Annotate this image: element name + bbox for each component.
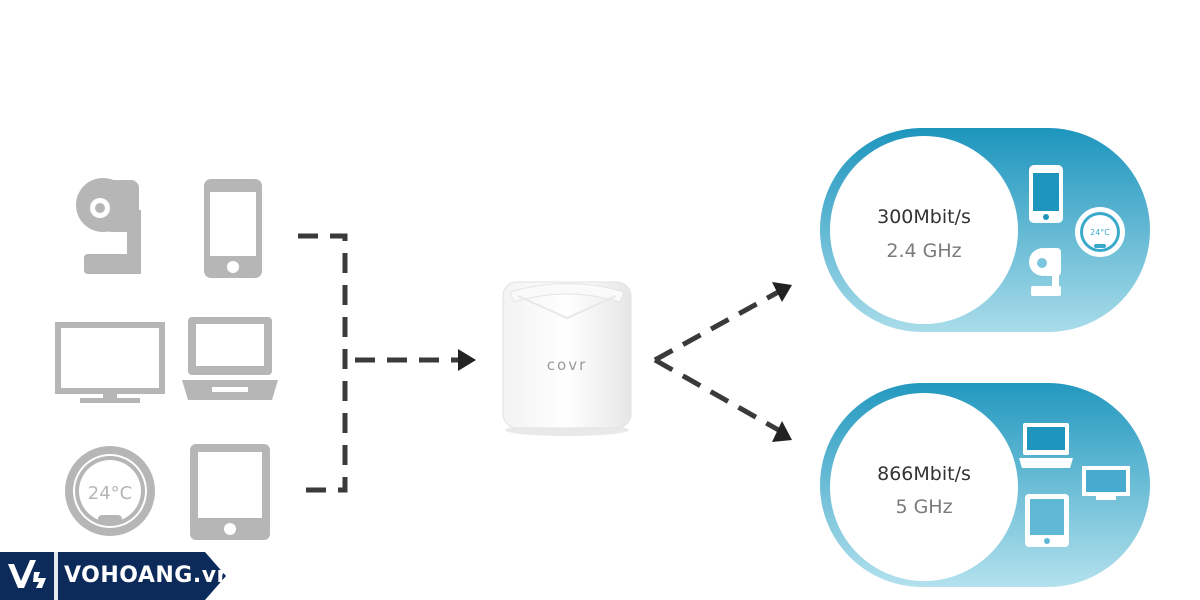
band-5ghz-monitor-icon [1082,466,1130,500]
camera-icon [76,178,141,274]
band-2-4ghz-frequency: 2.4 GHz [886,240,962,262]
band-2-4ghz-pill [820,128,1150,332]
tablet-icon [190,444,270,540]
input-connector [298,233,348,493]
band-2-4ghz-phone-icon [1029,165,1063,223]
arrow-to-2-4ghz [653,287,784,363]
watermark-text: VOHOANG.vn [64,563,233,588]
band-5ghz-frequency: 5 GHz [895,496,953,518]
thermostat-icon [65,446,155,536]
band-5ghz-laptop-icon [1019,423,1073,468]
smartphone-icon [204,179,262,278]
watermark-logo-icon [8,560,46,588]
monitor-icon [55,322,165,403]
router-device [502,281,632,436]
band-2-4ghz-thermostat-icon [1075,207,1125,257]
watermark-background [0,552,226,600]
watermark-badge: VOHOANG.vn [0,552,240,600]
band-2-4ghz-camera-icon [1029,248,1061,296]
band-5ghz-speed: 866Mbit/s [877,463,971,485]
arrow-to-5ghz [653,357,784,435]
arrow-to-5ghz-head [772,421,792,442]
arrow-to-2-4ghz-head [772,282,792,302]
band-2-4ghz-thermostat-reading: 24°C [1090,228,1110,237]
router-brand-label: covr [547,356,587,374]
router-input-arrowhead [458,349,476,371]
thermostat-reading: 24°C [88,483,132,504]
band-5ghz-tablet-icon [1025,494,1069,547]
band-2-4ghz-speed: 300Mbit/s [877,206,971,228]
laptop-icon [182,317,278,400]
